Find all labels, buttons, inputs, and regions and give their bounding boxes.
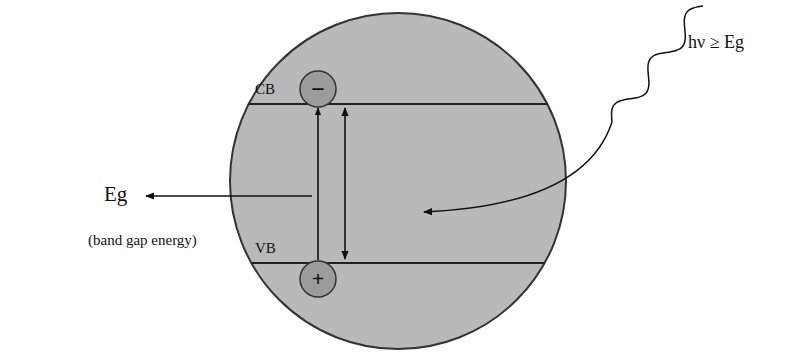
electron-circle: − <box>299 70 337 108</box>
carrier-circle <box>300 71 336 107</box>
charge-sign: − <box>311 77 325 101</box>
excitation-arrow <box>317 108 319 260</box>
band-gap-arrow <box>344 108 346 259</box>
band-label: CB <box>255 81 275 98</box>
leader-arrow <box>146 195 312 196</box>
carrier-text-holder: + <box>299 260 337 298</box>
particle-outline <box>228 11 568 351</box>
photon-wave <box>612 6 703 122</box>
band-label: VB <box>255 240 276 257</box>
carrier-circle <box>300 261 336 297</box>
gap-note: (band gap energy) <box>88 232 197 249</box>
valence-band-line <box>251 262 544 264</box>
charge-sign: + <box>312 268 325 290</box>
photon-label: hν ≥ Eg <box>688 32 744 53</box>
particle-circle <box>230 13 566 349</box>
gap-symbol: Eg <box>104 182 127 206</box>
conduction-band-line <box>249 103 548 105</box>
semiconductor-particle: CB VB − + <box>228 11 568 351</box>
hole-circle: + <box>299 260 337 298</box>
carrier-text-holder: − <box>299 70 337 108</box>
